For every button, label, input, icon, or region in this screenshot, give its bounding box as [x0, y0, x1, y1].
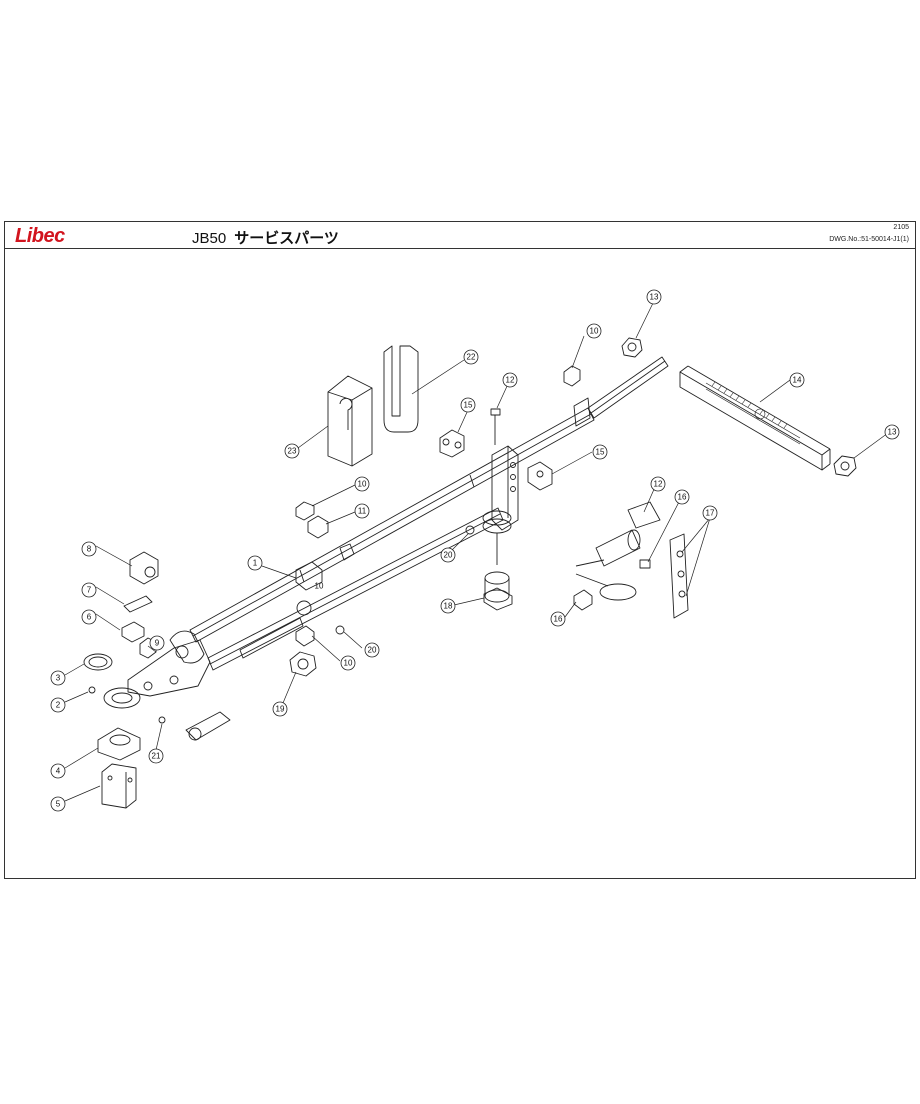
pin-part-2 — [88, 686, 96, 694]
callout-12-right: 12 — [654, 480, 663, 489]
callout-10-lower: 10 — [344, 659, 353, 668]
clamp-part-10-top — [563, 365, 581, 387]
callout-4: 4 — [56, 767, 61, 776]
callout-5: 5 — [56, 800, 61, 809]
main-boom-upper — [189, 407, 595, 643]
rod-part-14 — [679, 365, 831, 471]
header-divider — [5, 248, 915, 249]
pan-base-part-18 — [483, 571, 513, 611]
title-jp: サービスパーツ — [234, 230, 339, 247]
thread-rod — [705, 381, 801, 445]
knob-part-19 — [289, 651, 317, 677]
callout-6: 6 — [87, 613, 92, 622]
callout-13-right: 13 — [888, 428, 897, 437]
callout-10-top: 10 — [590, 327, 599, 336]
block-part-6 — [121, 621, 145, 643]
callout-12-top: 12 — [506, 376, 515, 385]
sheet-number: 2105 — [893, 224, 909, 231]
tilt-head-assembly — [575, 501, 661, 601]
callout-15-right: 15 — [596, 448, 605, 457]
washer-part-21 — [158, 716, 166, 724]
callout-9: 9 — [155, 639, 160, 648]
callout-3: 3 — [56, 674, 61, 683]
bearing-part-8 — [129, 551, 159, 585]
dwg-number: DWG.No.:51-50014-J1(1) — [829, 236, 909, 243]
main-boom-lower — [207, 507, 504, 671]
screw-part-12-top — [490, 408, 501, 445]
front-extension-rail — [573, 356, 669, 427]
callout-18: 18 — [444, 602, 453, 611]
belt-part-22 — [383, 345, 419, 433]
head-pivot-block — [482, 445, 519, 565]
handle-bar — [185, 711, 231, 741]
ring-part-3 — [83, 653, 113, 671]
callout-2: 2 — [56, 701, 61, 710]
callout-14: 14 — [793, 376, 802, 385]
nut-part-13-top — [621, 337, 643, 358]
callout-16-lower: 16 — [554, 615, 563, 624]
nut-part-13-right — [833, 455, 857, 477]
leader-lines — [64, 300, 889, 802]
callout-23: 23 — [288, 447, 297, 456]
base-ring-assembly — [103, 687, 141, 709]
callout-17: 17 — [706, 509, 715, 518]
screw-part-16-lower — [573, 589, 593, 611]
callout-7: 7 — [87, 586, 92, 595]
callout-10-extra: 10 — [315, 582, 324, 591]
model-name: JB50 — [192, 230, 227, 247]
callout-16-upper: 16 — [678, 493, 687, 502]
clamp-part-15-left — [439, 429, 465, 458]
callout-1: 1 — [253, 559, 258, 568]
slider-clamp-1 — [295, 543, 355, 591]
plate-part-7 — [123, 595, 153, 613]
washer-part-20-left — [335, 625, 345, 635]
callout-21: 21 — [152, 752, 161, 761]
callout-19: 19 — [276, 705, 285, 714]
callout-10-mid: 10 — [358, 480, 367, 489]
brand-logo: Libec — [15, 225, 65, 247]
callout-20-left: 20 — [368, 646, 377, 655]
rear-pivot-assembly — [127, 630, 211, 697]
bracket-part-15-right — [527, 461, 553, 491]
callout-13-top: 13 — [650, 293, 659, 302]
callout-15-left: 15 — [464, 401, 473, 410]
cover-part-23 — [327, 375, 373, 467]
callout-20-mid: 20 — [444, 551, 453, 560]
clamp-part-10-mid — [295, 501, 315, 521]
washer-part-20-mid — [465, 525, 475, 535]
callout-8: 8 — [87, 545, 92, 554]
block-part-5 — [101, 763, 137, 809]
block-part-11 — [307, 515, 329, 539]
screw-part-16-upper — [639, 559, 651, 569]
callout-22: 22 — [467, 353, 476, 362]
callout-numbers: 1 2 3 4 5 6 7 8 9 10 10 10 20 11 12 12 1… — [56, 293, 897, 809]
clamp-part-10-lower — [295, 600, 315, 647]
drawing-title: JB50 サービスパーツ — [192, 227, 339, 248]
callout-circles — [50, 289, 900, 812]
bearing-part-4 — [97, 727, 141, 761]
plate-part-17 — [669, 533, 689, 619]
callout-11: 11 — [358, 507, 367, 516]
